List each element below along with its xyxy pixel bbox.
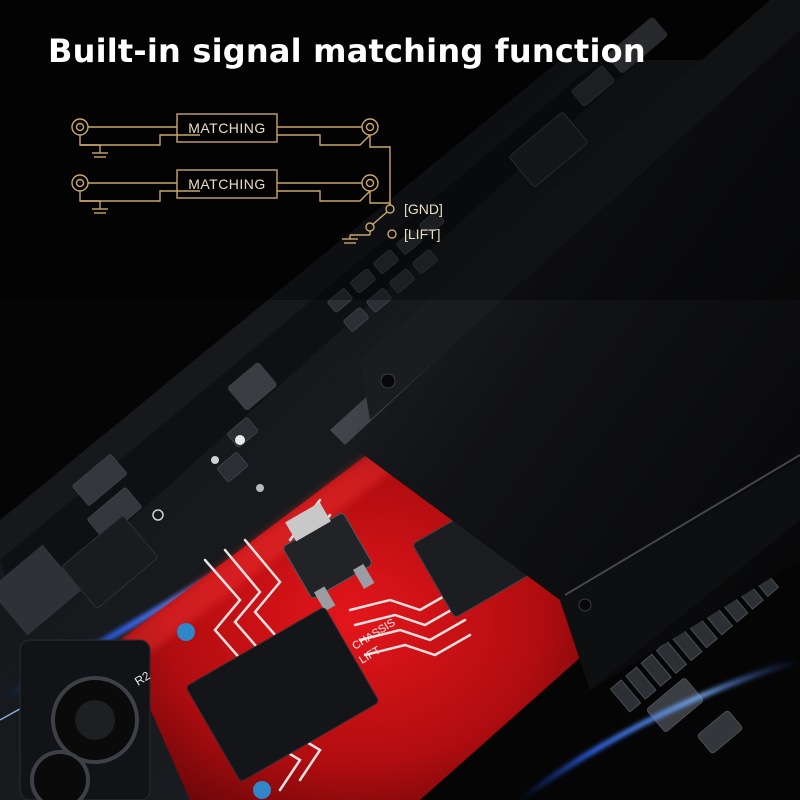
ground-lift-switch: [342, 193, 397, 244]
lower-signal-path: [71, 169, 391, 214]
top-vignette: [0, 0, 800, 300]
matching-block-2-label: MATCHING: [188, 176, 266, 192]
aluminium-housing: [330, 0, 800, 690]
lift-label: [LIFT]: [404, 226, 441, 242]
board-highlights: [152, 435, 264, 521]
signal-matching-schematic: MATCHING MATCHING [GND] [LIFT]: [71, 113, 443, 244]
jack-sockets: [0, 544, 151, 800]
upper-signal-path: [71, 113, 391, 193]
headline: Built-in signal matching function: [48, 32, 646, 70]
gnd-label: [GND]: [404, 201, 443, 217]
board-components: [62, 17, 668, 609]
matching-block-1-label: MATCHING: [188, 120, 266, 136]
